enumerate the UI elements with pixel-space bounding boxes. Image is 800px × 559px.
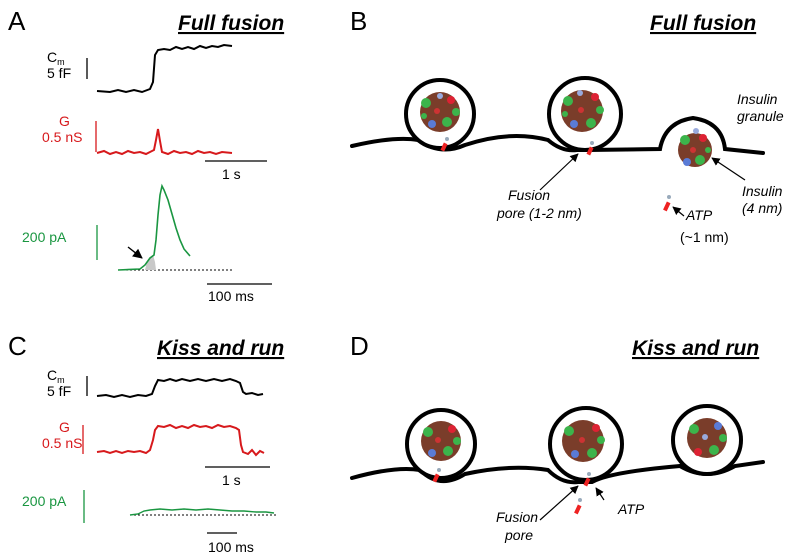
insulin-label-b: Insulin [742, 183, 783, 199]
panel-letter-a: A [8, 6, 26, 36]
insulin-core-2-b [561, 90, 604, 132]
cap-scale-label-a: 5 fF [47, 65, 71, 81]
atp-molecule-2-d [583, 472, 591, 487]
cond-scale-label-a: 0.5 nS [42, 129, 82, 145]
cap-scale-label-c: 5 fF [47, 383, 71, 399]
conductance-trace-c [96, 423, 265, 457]
cond-scale-label-c: 0.5 nS [42, 435, 82, 451]
time-scale-label-1s-c: 1 s [222, 472, 241, 488]
panel-title-c: Kiss and run [157, 337, 284, 360]
atp-molecule-1-b [440, 137, 449, 152]
conductance-trace-a [96, 128, 233, 156]
capacitance-trace-a [96, 43, 233, 94]
time-scale-label-1s-a: 1 s [222, 166, 241, 182]
panel-b-schematic: Fusion pore (1-2 nm) Insulin granule Ins… [350, 76, 784, 245]
insulin-core-2-d [562, 420, 605, 462]
atp-label-d: ATP [617, 501, 645, 517]
panel-title-b: Full fusion [650, 12, 756, 35]
cm-label-a: Cm [47, 49, 65, 67]
fusion-pore-arrow-b [539, 153, 579, 191]
fusion-pore-label-2-d: pore [504, 527, 533, 543]
atp-label-b: ATP [685, 207, 713, 223]
fusion-pore-label-d: Fusion [496, 509, 538, 525]
current-scale-label-a: 200 pA [22, 229, 67, 245]
atp-size-label-b: (~1 nm) [680, 229, 729, 245]
insulin-released-b [678, 128, 712, 167]
insulin-granule-label-b: Insulin [737, 91, 778, 107]
panel-letter-c: C [8, 331, 27, 361]
cm-label-c: Cm [47, 367, 65, 385]
panel-title-d: Kiss and run [632, 337, 759, 360]
insulin-core-1-b [420, 92, 460, 132]
insulin-core-1-d [421, 421, 461, 461]
cond-letter-c: G [59, 419, 70, 435]
insulin-granule-label-2-b: granule [737, 108, 784, 124]
atp-molecule-3-d [574, 498, 582, 515]
panel-title-a: Full fusion [178, 12, 284, 35]
atp-arrow-b [672, 206, 685, 217]
panel-letter-d: D [350, 331, 369, 361]
insulin-core-3-d [687, 418, 727, 458]
current-scale-label-c: 200 pA [22, 493, 67, 509]
time-scale-label-100ms-c: 100 ms [208, 539, 254, 555]
time-scale-label-100ms-a: 100 ms [208, 288, 254, 304]
capacitance-trace-c [96, 377, 264, 399]
atp-molecule-3-b [663, 195, 671, 212]
panel-c-traces: Cm 5 fF G 0.5 nS 1 s 200 pA 100 ms [22, 367, 278, 555]
panel-a-traces: Cm 5 fF G 0.5 nS 1 s 200 pA 100 ms [22, 43, 272, 304]
amperometric-foot-c [129, 508, 275, 516]
amperometric-spike-a [117, 183, 191, 271]
atp-arrow-d [595, 487, 605, 501]
foot-shade-a [145, 255, 156, 270]
fusion-pore-size-label-b: pore (1-2 nm) [496, 205, 582, 221]
panel-d-schematic: Fusion pore ATP [350, 404, 765, 543]
atp-molecule-1-d [432, 468, 441, 483]
fusion-pore-label-b: Fusion [508, 187, 550, 203]
cond-letter-a: G [59, 113, 70, 129]
panel-letter-b: B [350, 6, 367, 36]
insulin-size-label-b: (4 nm) [742, 200, 782, 216]
atp-molecule-2-b [586, 141, 594, 156]
insulin-arrow-b [711, 157, 746, 181]
foot-arrow-a [127, 246, 143, 259]
fusion-pore-arrow-d [539, 485, 579, 521]
